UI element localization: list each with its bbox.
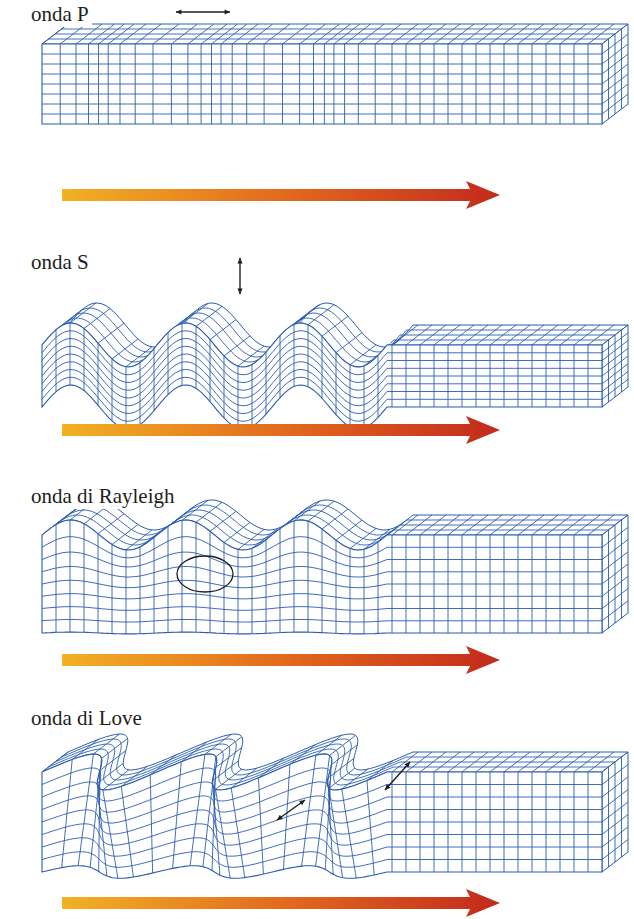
front-grid (42, 323, 602, 429)
end-grid (602, 757, 628, 867)
propagation-arrow (62, 416, 500, 444)
front-grid (42, 44, 602, 124)
front-grid (42, 754, 602, 878)
propagation-arrow (62, 646, 500, 674)
end-grid (602, 520, 628, 628)
motion-arrow (385, 762, 410, 790)
motion-head (385, 784, 391, 790)
block-front-face (42, 323, 602, 429)
block-front-face (42, 520, 602, 634)
top-grid (42, 24, 628, 44)
motion-head (237, 289, 242, 294)
motion-head (299, 800, 305, 805)
block-front-face (42, 44, 602, 124)
motion-head (176, 9, 181, 14)
particle-ellipse (177, 556, 233, 592)
wave-block (42, 500, 628, 634)
block-end-face (602, 24, 628, 124)
motion-line (176, 11, 230, 12)
wave-block (42, 303, 628, 429)
end-grid (602, 29, 628, 119)
motion-arrow (176, 9, 230, 14)
block-top-face (42, 24, 628, 44)
motion-head (277, 815, 283, 820)
front-grid (42, 520, 602, 634)
end-grid (602, 330, 628, 402)
block-end-face (602, 752, 628, 872)
motion-line (277, 800, 305, 820)
motion-head (237, 258, 242, 263)
motion-head (404, 762, 410, 768)
wave-block (42, 734, 628, 878)
motion-arrow (277, 800, 305, 820)
wave-title: onda P (28, 2, 92, 27)
block-end-face (602, 515, 628, 633)
block-end-face (602, 325, 628, 407)
block-front-face (42, 754, 602, 878)
propagation-arrow (62, 889, 500, 917)
wave-block (42, 24, 628, 124)
motion-head (225, 9, 230, 14)
wave-title: onda di Love (28, 706, 145, 731)
wave-title: onda S (28, 250, 92, 275)
motion-line (385, 762, 410, 790)
motion-arrow (237, 258, 242, 294)
wave-title: onda di Rayleigh (28, 484, 177, 509)
propagation-arrow (62, 181, 500, 209)
